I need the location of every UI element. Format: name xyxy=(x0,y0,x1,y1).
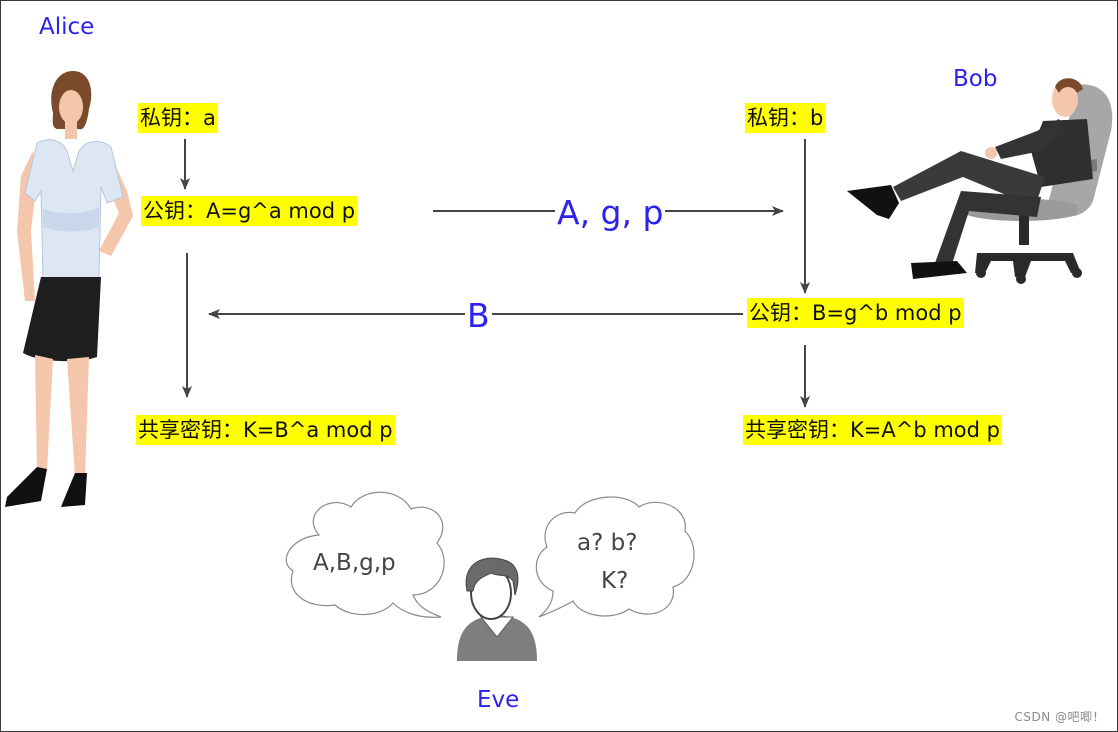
bob-shared-key: 共享密钥：K=A^b mod p xyxy=(743,415,1002,445)
eve-bubble-unknown xyxy=(535,496,695,618)
watermark: CSDN @吧唧！ xyxy=(1014,710,1105,724)
bob-figure-icon xyxy=(847,78,1113,284)
alice-name: Alice xyxy=(39,14,95,40)
eve-unknown-line2: K? xyxy=(601,568,629,594)
alice-to-bob-message: A, g, p xyxy=(555,193,666,233)
eve-observed-values: A,B,g,p xyxy=(313,550,396,576)
bob-private-key: 私钥：b xyxy=(745,103,826,133)
alice-private-key: 私钥：a xyxy=(138,103,218,133)
bob-public-key: 公钥：B=g^b mod p xyxy=(747,298,964,328)
alice-shared-key: 共享密钥：K=B^a mod p xyxy=(136,415,395,445)
alice-public-key: 公钥：A=g^a mod p xyxy=(141,196,358,226)
eve-name: Eve xyxy=(477,687,520,713)
eve-unknown-line1: a? b? xyxy=(577,530,638,556)
bob-name: Bob xyxy=(953,66,998,92)
alice-figure-icon xyxy=(5,71,133,507)
eve-figure-icon xyxy=(457,557,537,661)
eve-bubble-observed xyxy=(285,491,445,618)
bob-to-alice-message: B xyxy=(465,296,492,336)
